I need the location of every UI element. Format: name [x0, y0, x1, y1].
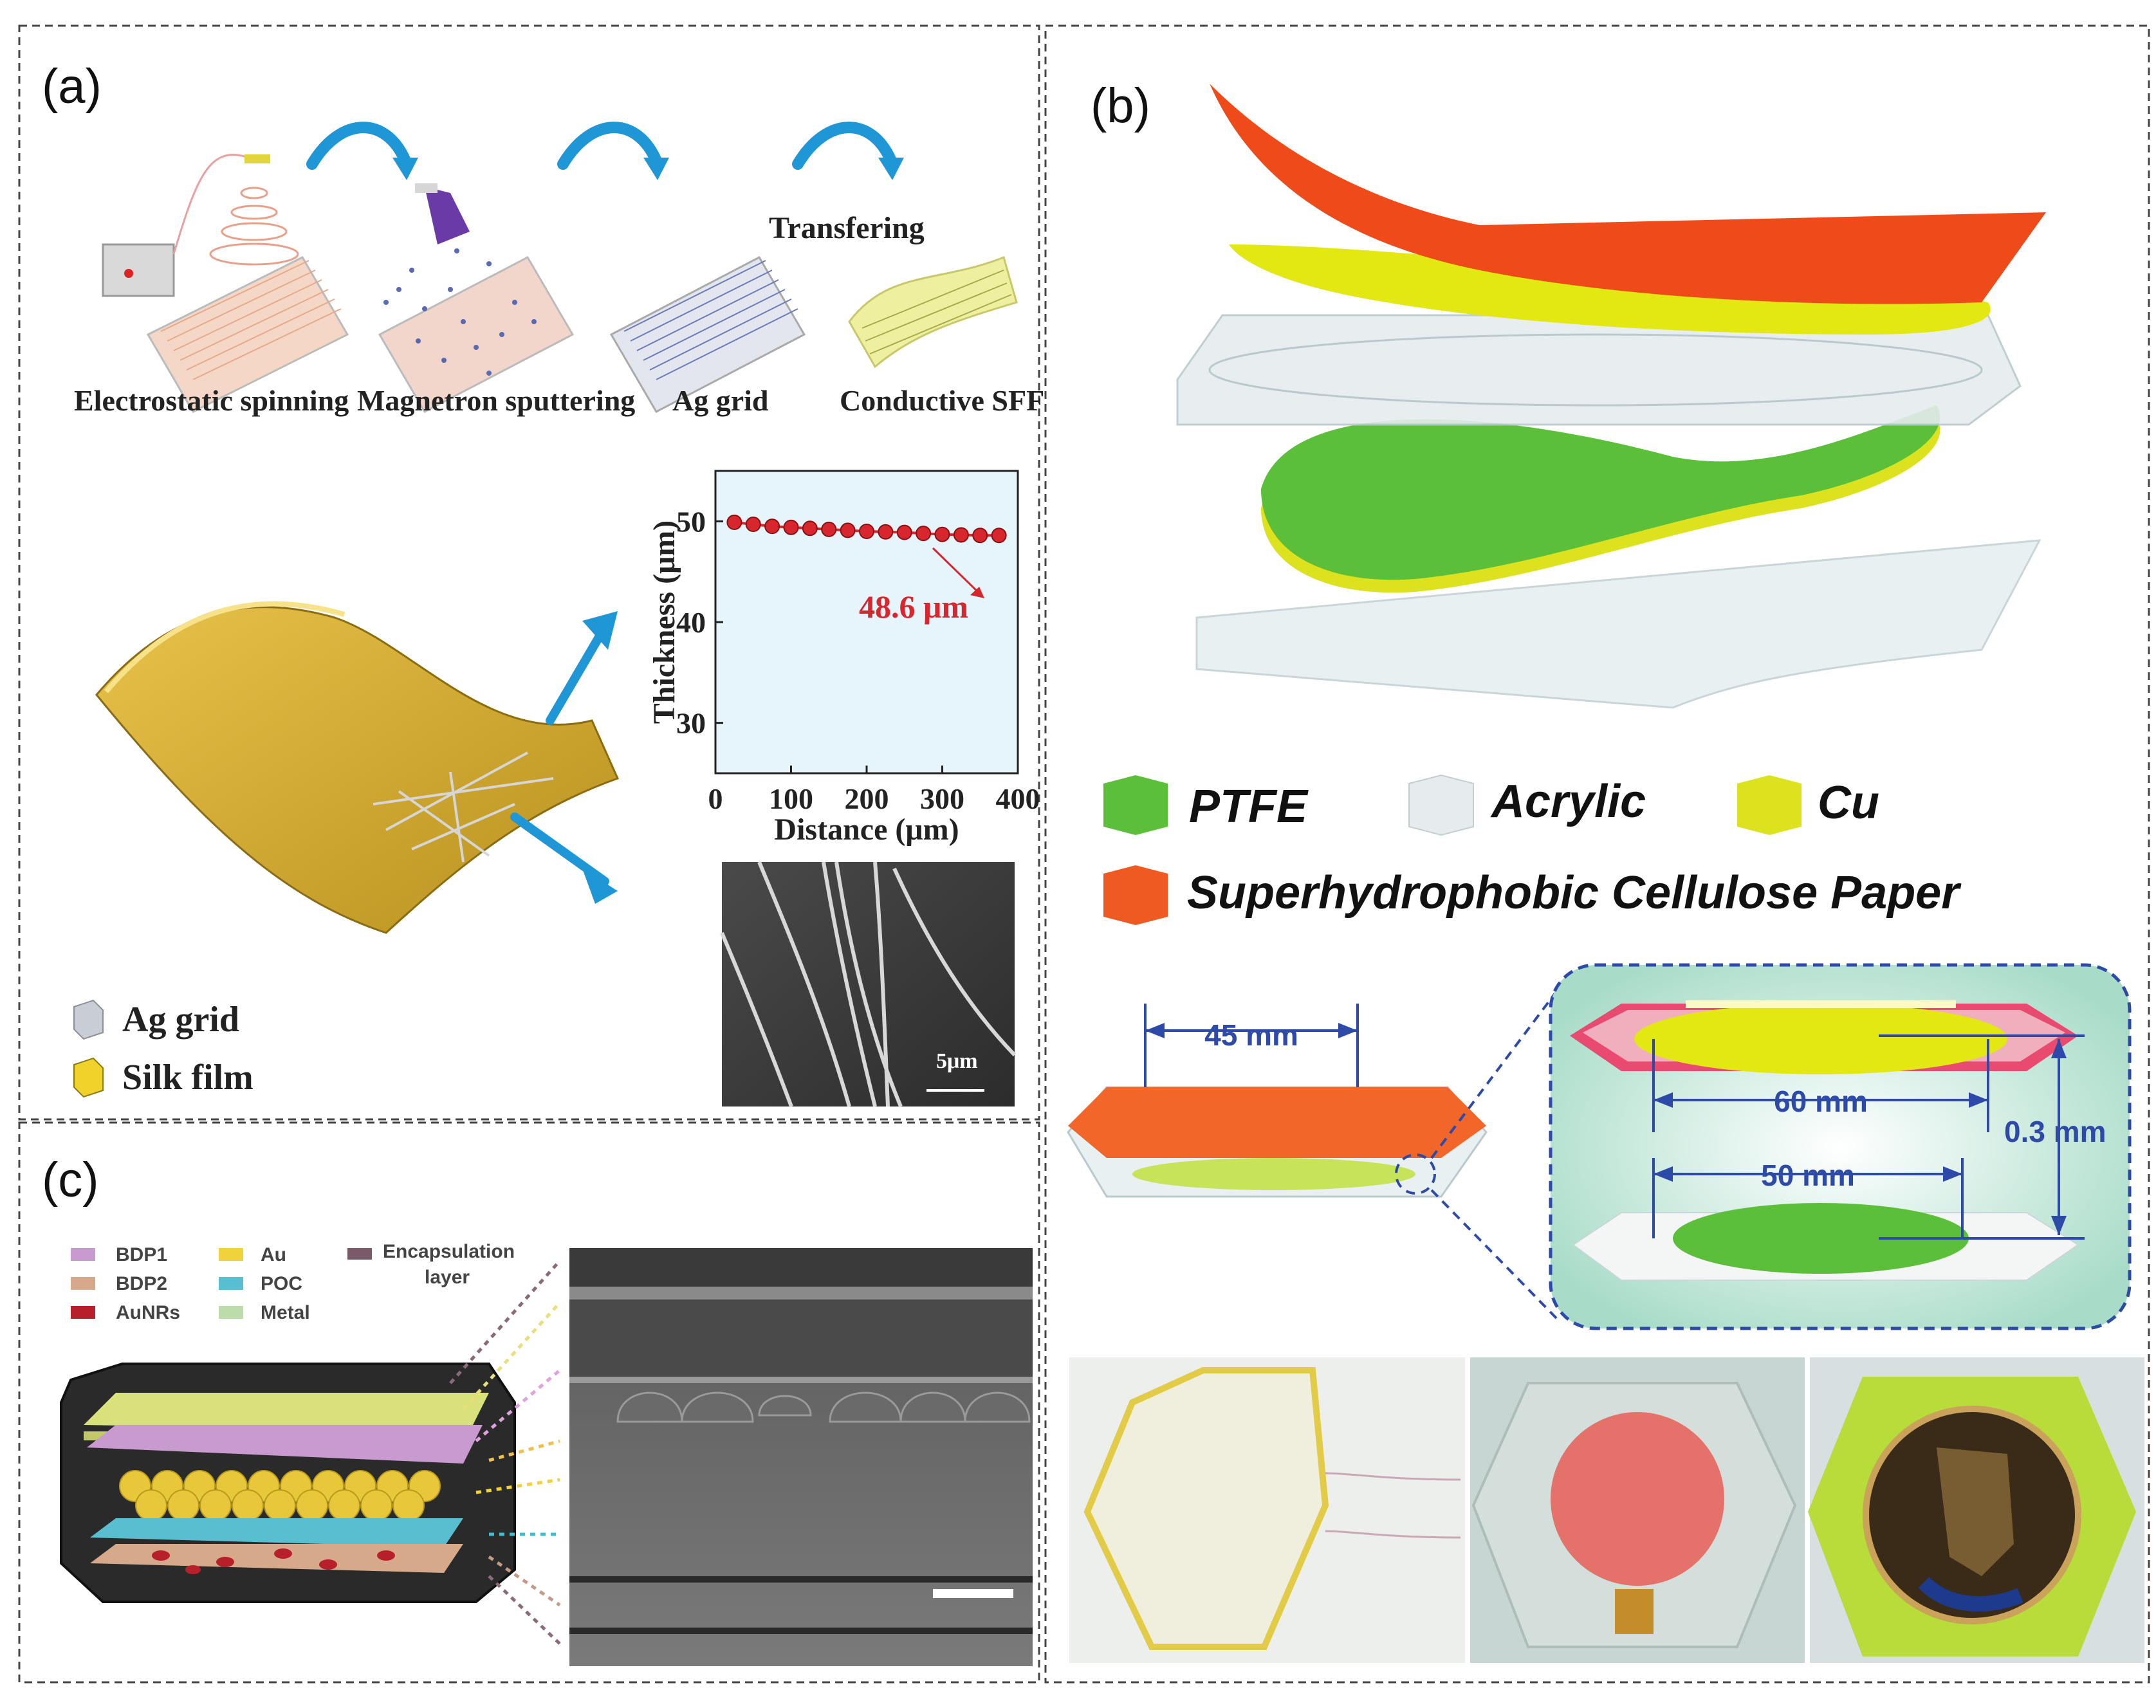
- inset-cross-section: 60 mm 50 mm 0.3 mm: [1549, 963, 2132, 1330]
- legend-cu: Cu: [1818, 777, 1879, 829]
- panel-borders: [18, 24, 2150, 1684]
- chart-xlabel: Distance (μm): [774, 813, 959, 847]
- legend-au: Au: [261, 1244, 286, 1265]
- chart-annotation: 48.6 μm: [859, 589, 968, 625]
- exploded-device-view: [1176, 84, 2046, 709]
- panel-a-border: [18, 24, 1040, 1121]
- panel-b-legend: PTFE Acrylic Cu Superhydrophobic Cellulo…: [1103, 774, 1962, 925]
- chart-point: [991, 528, 1007, 544]
- cu-swatch: [1737, 775, 1801, 835]
- electrospinning-illustration: [102, 154, 349, 413]
- chart-point: [859, 524, 874, 539]
- dim-60mm: 60 mm: [1774, 1085, 1868, 1118]
- legend-bdp1: BDP1: [116, 1244, 167, 1265]
- chart-plot-area: [714, 470, 1019, 775]
- x-tick-label: 200: [845, 782, 889, 815]
- y-tick-label: 40: [676, 606, 706, 639]
- chart-point: [972, 528, 988, 544]
- thickness-chart: 0 100 200 300 400 30 40 50 48.6 μm Distance (μm…: [647, 470, 1040, 847]
- chart-point: [783, 519, 799, 535]
- panel-c-legend: BDP1 BDP2 AuNRs Au POC Metal Encapsulati…: [71, 1241, 515, 1323]
- legend-metal: Metal: [261, 1302, 310, 1323]
- ag-grid-illustration: [609, 256, 806, 413]
- transfer-label: Transfering: [769, 211, 925, 245]
- chart-point: [802, 520, 818, 537]
- arrow-heads: [392, 158, 904, 180]
- chart-point: [916, 526, 932, 542]
- device-photos: [1069, 1357, 2144, 1663]
- y-tick-label: 30: [676, 707, 706, 740]
- chart-point: [764, 519, 780, 535]
- step-label-2: Magnetron sputtering: [357, 384, 635, 417]
- legend-encapsulation-1: Encapsulation: [383, 1241, 515, 1262]
- legend-silk-film: Silk film: [122, 1058, 253, 1097]
- legend-bdp2: BDP2: [116, 1273, 167, 1294]
- chart-point: [726, 514, 742, 530]
- au-swatch: [219, 1248, 243, 1261]
- panel-c: (c) BDP1 BDP2 AuNRs Au POC Metal Encapsu…: [42, 1153, 1033, 1666]
- legend-ag-grid: Ag grid: [122, 1000, 239, 1040]
- zoom-lines: [1395, 989, 1558, 1320]
- bdp1-swatch: [71, 1248, 95, 1261]
- panel-a-label: (a): [42, 59, 102, 114]
- x-tick-label: 400: [996, 782, 1040, 815]
- chart-point: [840, 522, 856, 538]
- encapsulation-swatch: [347, 1248, 372, 1260]
- sem-image-a: 5μm: [720, 861, 1017, 1108]
- chart-ticks: 0 100 200 300 400 30 40 50: [676, 505, 1040, 815]
- annotation-arrow: [932, 547, 982, 596]
- metal-swatch: [219, 1306, 243, 1319]
- chart-point: [934, 526, 950, 542]
- legend-acrylic: Acrylic: [1490, 776, 1646, 827]
- step-label-3: Ag grid: [672, 384, 769, 417]
- paper-swatch: [1103, 865, 1168, 925]
- step-label-1: Electrostatic spinning: [74, 384, 349, 417]
- dim-45mm: 45 mm: [1204, 1018, 1298, 1052]
- poc-swatch: [219, 1277, 243, 1290]
- x-tick-label: 300: [920, 782, 964, 815]
- process-arrows: [306, 122, 897, 170]
- ptfe-swatch: [1103, 775, 1168, 835]
- layer-connectors: [449, 1260, 561, 1645]
- x-tick-label: 0: [708, 782, 723, 815]
- annotation-arrowhead: [970, 587, 984, 598]
- step-label-4: Conductive SFF: [840, 384, 1044, 417]
- panel-c-label: (c): [42, 1153, 99, 1208]
- panel-a: (a): [42, 59, 1044, 1108]
- panel-b-border: [1044, 24, 2150, 1684]
- panel-b: (b) PTFE Acrylic Cu: [1067, 78, 2144, 1663]
- legend-encapsulation-2: layer: [425, 1267, 470, 1288]
- acrylic-swatch: [1408, 774, 1474, 836]
- aunrs-swatch: [71, 1306, 95, 1319]
- legend-poc: POC: [261, 1273, 302, 1294]
- legend-paper: Superhydrophobic Cellulose Paper: [1187, 867, 1962, 919]
- panel-c-border: [18, 1121, 1040, 1684]
- hexagon-device: 45 mm: [1067, 1004, 1488, 1198]
- chart-ylabel: Thickness (μm): [647, 520, 681, 724]
- dim-50mm: 50 mm: [1761, 1159, 1855, 1192]
- chart-point: [953, 527, 969, 543]
- y-tick-label: 50: [676, 505, 706, 538]
- cross-section-sem: [569, 1248, 1033, 1666]
- x-tick-label: 100: [769, 782, 813, 815]
- chart-points: [726, 514, 1007, 544]
- ag-grid-swatch: [73, 999, 104, 1040]
- legend-ptfe: PTFE: [1189, 781, 1309, 832]
- chart-point: [878, 524, 894, 540]
- layered-device: [60, 1363, 516, 1603]
- silk-film-illustration: [95, 601, 620, 934]
- bdp2-swatch: [71, 1277, 95, 1290]
- panel-b-label: (b): [1091, 78, 1150, 133]
- legend-aunrs: AuNRs: [116, 1302, 180, 1323]
- chart-point: [745, 517, 761, 533]
- chart-point: [896, 524, 912, 540]
- silk-film-swatch: [73, 1057, 104, 1098]
- panel-a-legend: Ag grid Silk film: [73, 999, 253, 1098]
- magnetron-illustration: [378, 183, 575, 413]
- conductive-sff-illustration: [848, 255, 1018, 369]
- sem-scale-label: 5μm: [936, 1049, 978, 1073]
- chart-point: [821, 521, 837, 537]
- dim-0-3mm: 0.3 mm: [2004, 1115, 2106, 1148]
